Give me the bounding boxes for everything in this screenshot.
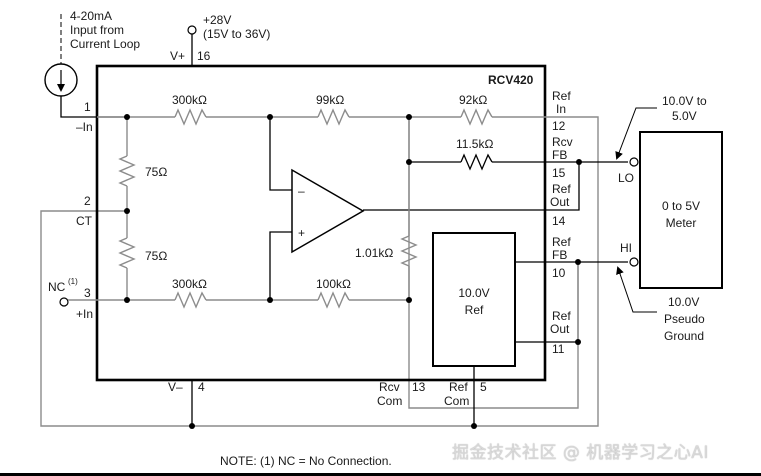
- resistor-11-5k-label: 11.5kΩ: [456, 137, 493, 151]
- watermark: 掘金技术社区 @ 机器学习之心AI: [452, 443, 709, 463]
- pin-5-number: 5: [480, 380, 487, 394]
- pin-3-number: 3: [84, 286, 91, 300]
- reference-line2: Ref: [465, 303, 484, 317]
- meter-line2: Meter: [666, 216, 697, 230]
- meter-hi-terminal: [629, 257, 639, 267]
- meter-lo-label: LO: [618, 171, 634, 185]
- op-amp: [269, 117, 365, 300]
- hi-voltage-note-line2: Pseudo: [664, 312, 705, 326]
- pin-4-label: V–: [168, 380, 183, 394]
- meter-line1: 0 to 5V: [662, 199, 700, 213]
- pin-1-number: 1: [84, 100, 91, 114]
- pin-15-number: 15: [552, 166, 566, 180]
- input-label-line2: Input from: [70, 23, 124, 37]
- reference-wiring: [191, 261, 628, 426]
- hi-note-arrow: [616, 266, 657, 313]
- hi-voltage-note-line1: 10.0V: [668, 295, 699, 309]
- reference-line1: 10.0V: [458, 286, 489, 300]
- chip-outline: [95, 64, 547, 382]
- meter-hi-label: HI: [620, 241, 632, 255]
- resistor-100k-label: 100kΩ: [316, 277, 351, 291]
- pin-5-label1: Ref: [449, 380, 468, 394]
- pin-13-number: 13: [412, 380, 426, 394]
- chip-name: RCV420: [488, 73, 534, 87]
- resistor-75-bottom-label: 75Ω: [145, 249, 167, 263]
- pin-2-number: 2: [84, 194, 91, 208]
- pin-15-label1: Rcv: [552, 135, 573, 149]
- pin-12-number: 12: [552, 119, 566, 133]
- top-rail: [97, 108, 548, 126]
- junction-dots: [124, 114, 582, 429]
- resistor-1-01k: [400, 117, 418, 300]
- pin-11-label2: Out: [550, 322, 570, 336]
- pin-11-label1: Ref: [552, 309, 571, 323]
- pin-4-number: 4: [198, 380, 205, 394]
- pin-14-label2: Out: [550, 195, 570, 209]
- nc-terminal: [59, 297, 69, 307]
- nc-footnote-ref: (1): [68, 277, 78, 286]
- resistor-300k-top-label: 300kΩ: [172, 93, 207, 107]
- pin-10-label2: FB: [552, 248, 567, 262]
- pin-13-label2: Com: [377, 394, 402, 408]
- pin-10-label1: Ref: [552, 235, 571, 249]
- pin-2-label: CT: [76, 214, 93, 228]
- pin-16-label: V+: [170, 49, 185, 63]
- pin-3-label: +In: [76, 307, 93, 321]
- input-label-line3: Current Loop: [70, 37, 140, 51]
- supply-terminal: [187, 25, 197, 66]
- supply-range: (15V to 36V): [203, 27, 270, 41]
- resistor-75-top-label: 75Ω: [145, 165, 167, 179]
- bottom-divider: [0, 473, 761, 476]
- ground-return-wires: [40, 116, 599, 427]
- meter-lo-terminal: [629, 157, 639, 167]
- rcv-fb-path: [363, 153, 628, 211]
- resistor-300k-bottom-label: 300kΩ: [172, 277, 207, 291]
- pin-5-label2: Com: [444, 394, 469, 408]
- pin-16-number: 16: [197, 49, 211, 63]
- hi-voltage-note-line3: Ground: [664, 329, 704, 343]
- supply-voltage: +28V: [203, 13, 231, 27]
- pin-15-label2: FB: [552, 148, 567, 162]
- reference-block: [432, 232, 516, 367]
- nc-label: NC: [48, 280, 66, 294]
- shunt-network: [118, 117, 136, 300]
- meter-block: [639, 131, 723, 289]
- bottom-rail: [68, 291, 409, 309]
- pin-11-number: 11: [552, 342, 565, 356]
- resistor-99k-label: 99kΩ: [316, 93, 344, 107]
- resistor-92k-label: 92kΩ: [459, 93, 487, 107]
- pin-10-number: 10: [552, 266, 566, 280]
- pin-12-label1: Ref: [552, 89, 571, 103]
- pin-13-label1: Rcv: [379, 380, 400, 394]
- pin-14-number: 14: [552, 214, 566, 228]
- pin-12-label2: In: [556, 102, 566, 116]
- resistor-1-01k-label: 1.01kΩ: [355, 246, 393, 260]
- pin-1-label: –In: [76, 120, 93, 134]
- lo-note-arrow: [615, 107, 657, 160]
- footnote: NOTE: (1) NC = No Connection.: [220, 454, 392, 468]
- lo-voltage-note-line1: 10.0V to: [662, 94, 707, 108]
- input-label-line1: 4-20mA: [70, 9, 112, 23]
- op-amp-minus: –: [298, 184, 305, 198]
- pin-14-label1: Ref: [552, 182, 571, 196]
- op-amp-plus: +: [298, 226, 305, 240]
- lo-voltage-note-line2: 5.0V: [672, 109, 697, 123]
